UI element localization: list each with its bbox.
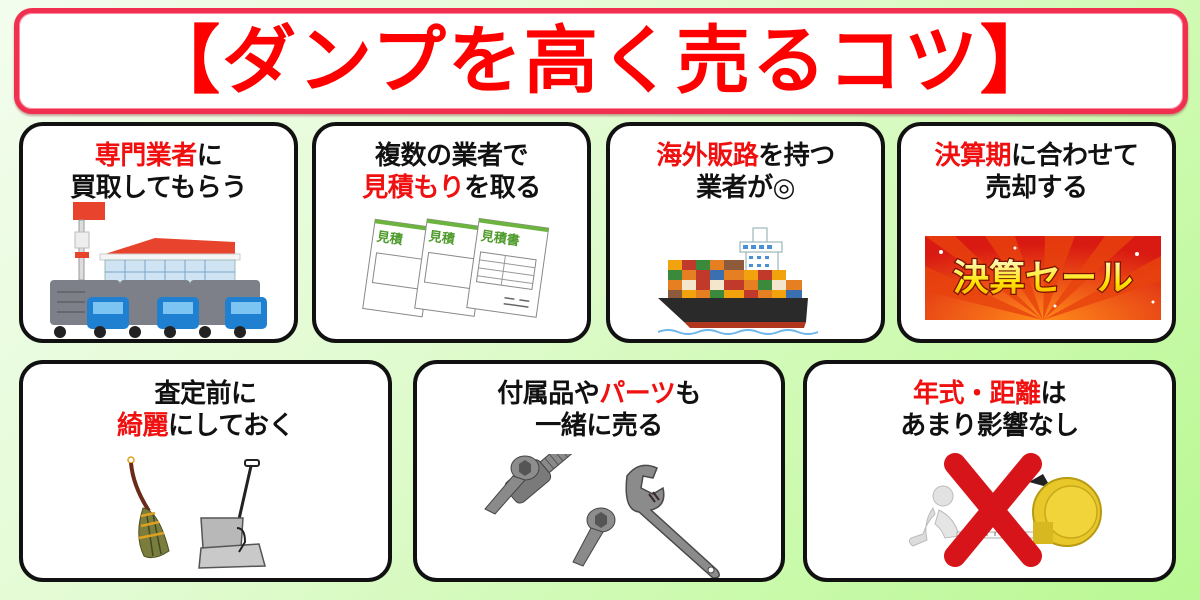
- heading-text: を持つ: [758, 141, 835, 171]
- tip-heading: 査定前に 綺麗にしておく: [23, 378, 388, 442]
- heading-text: 査定前に: [154, 379, 257, 409]
- page-title: 【ダンプを高く売るコツ】: [146, 18, 1056, 104]
- broom-dustpan-illustration: [119, 456, 299, 576]
- tape-measure-crossed-illustration: [883, 452, 1123, 572]
- sale-banner-illustration: 決算セール: [925, 236, 1161, 320]
- heading-text: 買取してもらう: [70, 173, 247, 203]
- heading-text: を取る: [464, 173, 541, 203]
- heading-highlight: 海外販路: [656, 141, 759, 171]
- tip-heading: 専門業者に 買取してもらう: [23, 140, 294, 204]
- bolts-wrench-illustration: [477, 454, 737, 578]
- heading-highlight: 見積もり: [362, 173, 465, 203]
- tip-heading: 付属品やパーツも 一緒に売る: [417, 378, 781, 442]
- heading-highlight: 専門業者: [94, 141, 198, 171]
- heading-text: は: [1040, 379, 1067, 409]
- svg-text:見積: 見積: [427, 228, 457, 248]
- tip-card-specialist: 専門業者に 買取してもらう: [19, 122, 298, 343]
- heading-highlight: 年式・距離: [912, 379, 1041, 409]
- title-banner: 【ダンプを高く売るコツ】: [14, 8, 1188, 114]
- tip-heading: 決算期に合わせて 売却する: [901, 140, 1172, 204]
- heading-text: あまり影響なし: [900, 411, 1079, 441]
- svg-text:見積: 見積: [375, 229, 405, 249]
- svg-text:見積書: 見積書: [479, 228, 521, 249]
- heading-text: に合わせて: [1011, 141, 1139, 171]
- quote-documents-illustration: 見積 見積 見積書: [358, 218, 558, 328]
- heading-text: 複数の業者で: [374, 141, 529, 171]
- tip-card-overseas: 海外販路を持つ 業者が◎: [606, 122, 885, 343]
- heading-text: 業者が◎: [696, 173, 795, 203]
- heading-text: にしておく: [168, 411, 294, 441]
- heading-text: に: [196, 141, 223, 171]
- svg-text:決算セール: 決算セール: [953, 258, 1133, 299]
- tip-heading: 年式・距離は あまり影響なし: [807, 378, 1172, 442]
- tip-card-fiscal-period: 決算期に合わせて 売却する 決算セール: [897, 122, 1176, 343]
- tip-heading: 複数の業者で 見積もりを取る: [316, 140, 587, 204]
- dealership-trucks-illustration: [45, 202, 285, 339]
- tip-card-multiple-quotes: 複数の業者で 見積もりを取る 見積 見積 見積書: [312, 122, 591, 343]
- heading-highlight: 綺麗: [117, 411, 169, 441]
- heading-text: も: [675, 379, 701, 409]
- heading-text: 付属品や: [497, 379, 600, 409]
- tip-heading: 海外販路を持つ 業者が◎: [610, 140, 881, 204]
- tip-card-year-mileage: 年式・距離は あまり影響なし: [803, 360, 1176, 582]
- tip-card-clean: 査定前に 綺麗にしておく: [19, 360, 392, 582]
- tip-card-accessories: 付属品やパーツも 一緒に売る: [413, 360, 785, 582]
- heading-text: 一緒に売る: [535, 411, 663, 441]
- heading-text: 売却する: [985, 173, 1088, 203]
- container-ship-illustration: [658, 218, 838, 339]
- heading-highlight: パーツ: [599, 379, 676, 409]
- heading-highlight: 決算期: [934, 141, 1011, 171]
